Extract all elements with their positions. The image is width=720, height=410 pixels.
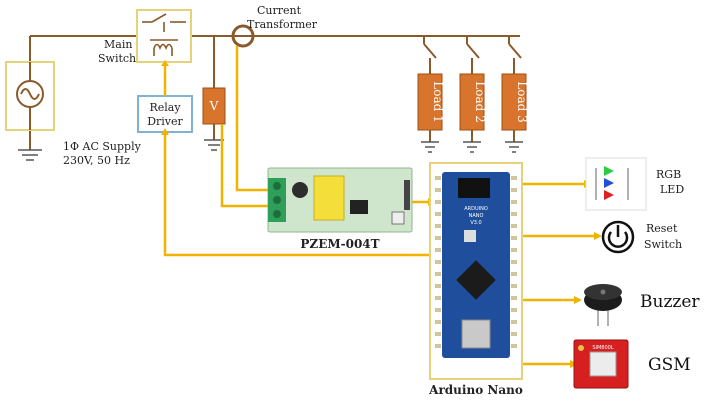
- green-led-icon: [604, 166, 614, 176]
- main-switch-label-2: Switch: [98, 52, 136, 65]
- nano-text-1: ARDUINO: [464, 206, 488, 212]
- load-1-box: [417, 73, 443, 131]
- capacitor-icon: [292, 182, 308, 198]
- power-wiring: [29, 35, 520, 150]
- ac-ground-icon: [18, 149, 42, 161]
- atmega-chip: [456, 260, 496, 300]
- load-2-label: Load 2: [473, 81, 487, 122]
- icsp-header: [458, 178, 490, 198]
- load-2-box: [459, 73, 485, 131]
- pzem-reset-button: [391, 211, 405, 225]
- current-transformer: Current Transformer: [231, 4, 318, 48]
- load-3: Load 3: [501, 73, 529, 153]
- relay-contact-icon: [142, 13, 186, 32]
- voltage-label: V: [209, 99, 219, 113]
- ac-supply-label-1: 1Φ AC Supply: [63, 140, 142, 153]
- arrow-switch-up: [161, 60, 169, 66]
- relay-driver: Relay Driver: [137, 95, 193, 133]
- pzem-label: PZEM-004T: [300, 237, 379, 251]
- ct-to-pzem-wire: [235, 46, 270, 192]
- relay-driver-label-2: Driver: [147, 115, 183, 128]
- reset-label-1: Reset: [646, 222, 678, 235]
- main-switch-label-1: Main: [104, 38, 132, 51]
- rgb-led: RGB LED: [585, 157, 684, 211]
- buzzer-hole: [600, 289, 606, 295]
- gsm-chip: [589, 351, 617, 377]
- load-3-label: Load 3: [515, 81, 529, 122]
- load2-switch-blade: [466, 43, 480, 59]
- ac-supply: 1Φ AC Supply 230V, 50 Hz: [5, 61, 142, 167]
- reset-label-2: Switch: [644, 238, 682, 251]
- voltage-ground-icon: [204, 139, 224, 151]
- arrow-buzzer: [574, 296, 582, 304]
- arrow-relay-up: [161, 128, 169, 135]
- blue-led-icon: [604, 178, 614, 188]
- transformer-yellow: [313, 175, 345, 221]
- nano-text-2: NANO: [469, 213, 484, 219]
- voltage-sensor: V: [202, 87, 226, 151]
- pzem-ic: [350, 200, 368, 214]
- load1-switch-blade: [423, 43, 437, 59]
- terminal-screw-icon: [273, 196, 281, 204]
- usb-connector: [461, 319, 491, 349]
- rgb-label-2: LED: [660, 183, 684, 196]
- gsm-chip-text: SIM800L: [592, 345, 614, 351]
- antenna-connector-icon: [578, 345, 584, 351]
- load-1-ground-icon: [421, 141, 439, 153]
- load-2-ground-icon: [463, 141, 481, 153]
- current-transformer-label-2: Transformer: [247, 18, 318, 31]
- arduino-nano: ARDUINO NANO V3.0 Arduino Nano: [428, 162, 523, 397]
- load-1-label: Load 1: [431, 81, 445, 122]
- terminal-screw-icon: [273, 182, 281, 190]
- arduino-pins-right: [511, 176, 517, 348]
- v-to-pzem-wire: [220, 124, 270, 208]
- relay-coil-icon: [150, 39, 178, 56]
- pzem-module: PZEM-004T: [267, 167, 413, 251]
- rgb-led-box: [585, 157, 647, 211]
- current-transformer-label-1: Current: [257, 4, 302, 17]
- load-1: Load 1: [417, 73, 445, 153]
- main-switch-box: [136, 9, 192, 63]
- load-2: Load 2: [459, 73, 487, 153]
- relay-driver-label-1: Relay: [149, 101, 181, 114]
- buzzer: Buzzer: [584, 284, 700, 326]
- buzzer-label: Buzzer: [640, 292, 700, 312]
- arrow-reset: [594, 232, 602, 240]
- sine-icon: [20, 88, 40, 100]
- reset-switch: Reset Switch: [601, 220, 682, 254]
- ct-ring: [231, 24, 255, 48]
- load-3-ground-icon: [505, 141, 523, 153]
- load-switches: [423, 43, 522, 59]
- red-led-icon: [604, 190, 614, 200]
- load-3-box: [501, 73, 527, 131]
- gsm-label: GSM: [648, 355, 691, 375]
- pzem-pin-header: [404, 180, 410, 210]
- nano-to-relay-wire: [163, 132, 432, 257]
- nano-reset-button: [464, 230, 476, 242]
- terminal-screw-icon: [273, 210, 281, 218]
- rgb-label-1: RGB: [656, 168, 681, 181]
- power-icon: [607, 231, 629, 248]
- nano-text-3: V3.0: [470, 220, 481, 226]
- ac-supply-label-2: 230V, 50 Hz: [63, 154, 130, 167]
- signal-wiring: [163, 46, 596, 366]
- main-switch: Main Switch: [98, 9, 192, 65]
- gsm-module: SIM800L GSM: [573, 339, 691, 389]
- load3-switch-blade: [508, 43, 522, 59]
- arduino-pins-left: [435, 176, 441, 348]
- voltage-box: [202, 87, 226, 125]
- arduino-label: Arduino Nano: [428, 383, 523, 397]
